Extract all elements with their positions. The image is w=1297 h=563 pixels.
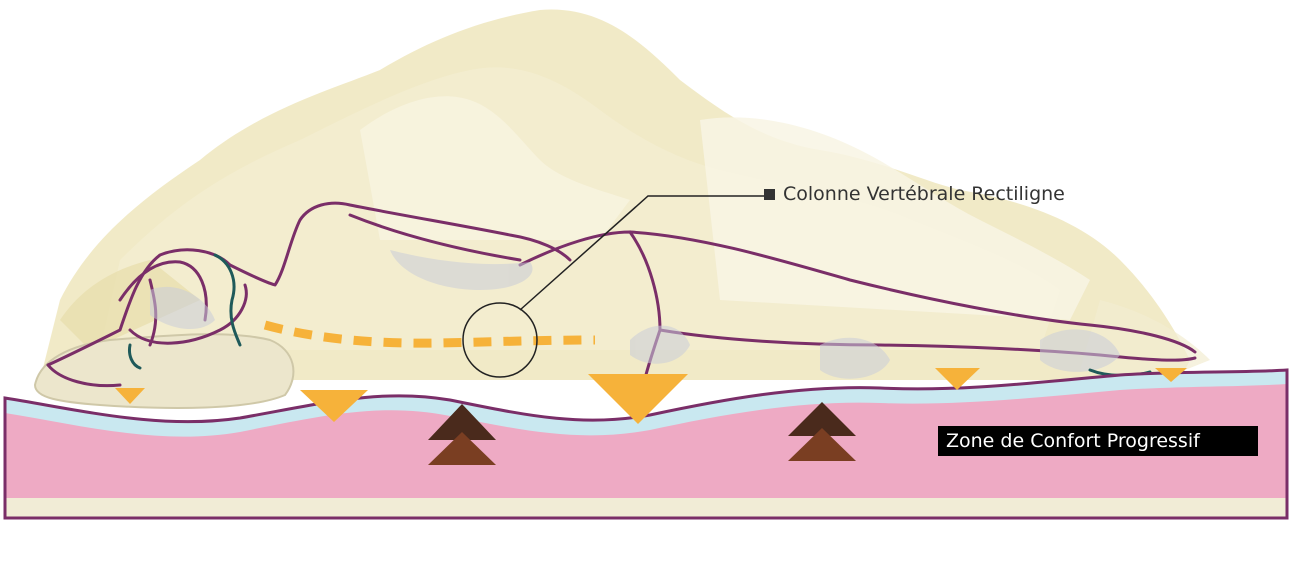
pressure-markers	[115, 368, 1187, 424]
support-markers	[428, 402, 856, 465]
spine-dashed-line	[263, 320, 596, 348]
pillow	[33, 333, 295, 409]
double-triangle-up-icon	[428, 404, 496, 465]
spine-callout	[462, 195, 764, 378]
triangle-down-icon	[935, 368, 980, 390]
figure-shading	[150, 250, 1120, 379]
double-triangle-up-icon	[788, 402, 856, 461]
zone-label: Zone de Confort Progressif	[938, 426, 1258, 456]
triangle-down-icon	[300, 390, 368, 422]
mattress	[3, 368, 1289, 520]
triangle-down-icon	[1155, 368, 1187, 382]
triangle-down-icon	[588, 374, 688, 424]
square-bullet-icon	[764, 188, 775, 200]
triangle-down-icon	[115, 388, 145, 404]
duvet-background	[40, 9, 1210, 380]
spine-label-text: Colonne Vertébrale Rectiligne	[783, 183, 1065, 205]
mattress-base	[5, 495, 1287, 518]
mattress-top-layer	[5, 370, 1287, 437]
spine-label: Colonne Vertébrale Rectiligne	[764, 183, 1065, 205]
mattress-outline	[3, 368, 1289, 520]
mattress-core	[5, 378, 1287, 498]
